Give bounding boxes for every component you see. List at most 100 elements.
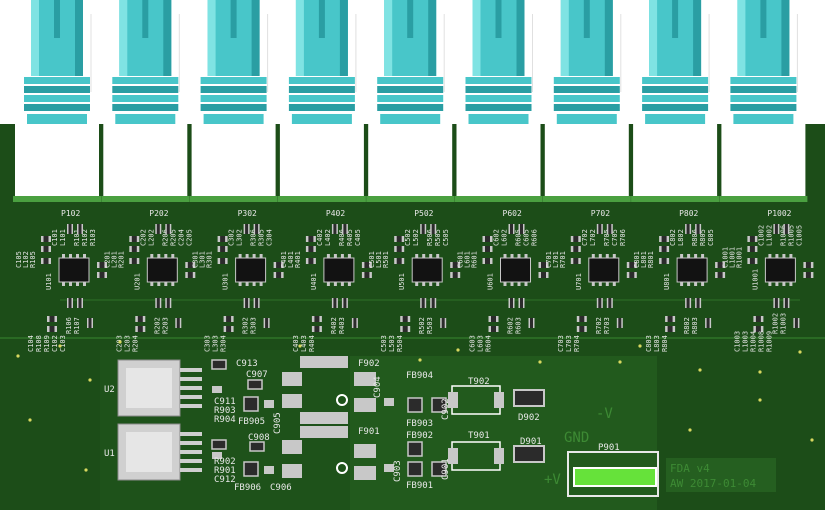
bnc-highlight xyxy=(737,0,746,76)
ic-pin xyxy=(347,282,351,286)
bnc-nut xyxy=(27,114,87,124)
component-label: C101 xyxy=(51,229,59,246)
smd-body xyxy=(491,326,496,332)
power-supply-section: U2 U1 xyxy=(16,340,814,497)
component-label: C202 xyxy=(139,229,147,246)
bnc-connector xyxy=(13,0,101,202)
ic-pin xyxy=(422,254,426,258)
label: C913 xyxy=(236,359,258,369)
via xyxy=(88,378,92,382)
component-label: C103 xyxy=(59,335,67,352)
bnc-nut xyxy=(468,114,529,124)
component-label: R703 xyxy=(603,317,611,334)
bnc-connector xyxy=(631,0,720,202)
bnc-ring xyxy=(553,95,620,102)
component-label: R1009 xyxy=(765,331,773,352)
bnc-ring xyxy=(24,104,90,111)
bnc-ring xyxy=(288,104,355,111)
ic-pin xyxy=(76,254,79,258)
rail-gnd-label: GND xyxy=(564,430,589,446)
bnc-connector xyxy=(189,0,278,202)
ic-pin xyxy=(680,282,684,286)
component-label: C602 xyxy=(493,229,501,246)
label: C907 xyxy=(246,370,268,380)
bnc-shade xyxy=(75,0,83,76)
component-label: R306 xyxy=(250,229,258,246)
smd-body xyxy=(520,298,523,308)
component-label: L1002 xyxy=(765,225,773,246)
component-label: R506 xyxy=(426,229,434,246)
amplifier-ic xyxy=(235,257,267,283)
bnc-ring xyxy=(730,86,797,93)
bnc-highlight xyxy=(649,0,658,76)
component-label: R401 xyxy=(294,251,302,268)
smd-body xyxy=(598,298,602,308)
component-label: C205 xyxy=(185,229,193,246)
smd-body xyxy=(696,224,700,234)
bnc-ring xyxy=(200,86,267,93)
label: FB904 xyxy=(406,371,433,381)
ic-pin xyxy=(429,282,433,286)
component-label: L703 xyxy=(565,335,573,352)
smd-body xyxy=(452,272,458,278)
label: C908 xyxy=(248,433,270,443)
bnc-ring xyxy=(377,86,444,93)
bnc-slot xyxy=(760,0,767,38)
smd-body xyxy=(686,298,690,308)
ic-pin xyxy=(259,282,263,286)
ic-label: U401 xyxy=(310,273,318,290)
silkscreen-labels: C913 C907 R903 R904 FB905 C911 F902 C904… xyxy=(214,359,756,493)
smd-body xyxy=(314,326,320,332)
bnc-housing xyxy=(15,124,99,198)
bnc-slot xyxy=(583,0,590,38)
component-label: C302 xyxy=(228,229,236,246)
ic-pin xyxy=(789,254,793,258)
smd-body xyxy=(431,298,435,308)
smd-body xyxy=(598,224,602,234)
bnc-shade xyxy=(693,0,702,76)
label: C912 xyxy=(214,475,236,485)
component-label: L303 xyxy=(212,335,220,352)
smd-body xyxy=(530,318,533,328)
bnc-nut xyxy=(380,114,441,124)
amplifier-ic xyxy=(676,257,708,283)
label: D902 xyxy=(518,413,540,423)
component-label: R202 xyxy=(153,317,161,334)
label: FB905 xyxy=(238,417,265,427)
ic-pin xyxy=(605,254,609,258)
smd-body xyxy=(245,224,249,234)
smd-body xyxy=(187,262,193,268)
bnc-highlight xyxy=(295,0,304,76)
component-label: R402 xyxy=(330,317,338,334)
component-label: R606 xyxy=(531,229,539,246)
via xyxy=(84,468,88,472)
bnc-ring xyxy=(200,104,267,111)
bnc-highlight xyxy=(384,0,393,76)
component-label: C1003 xyxy=(733,331,741,352)
amplifier-ic xyxy=(588,257,620,283)
ic-pin xyxy=(245,282,249,286)
smd-body xyxy=(774,224,778,234)
smd-body xyxy=(78,298,82,308)
component-label: R605 xyxy=(515,229,523,246)
component-label: C605 xyxy=(523,229,531,246)
smd-body xyxy=(220,236,226,242)
label: T901 xyxy=(468,431,490,441)
ic-label: U501 xyxy=(398,273,406,290)
smd-body xyxy=(276,262,282,268)
ic-pin xyxy=(524,254,528,258)
bnc-connectors xyxy=(13,0,808,202)
component-label: L802 xyxy=(677,229,685,246)
label: C906 xyxy=(270,483,292,493)
via xyxy=(810,438,814,442)
ic-pin xyxy=(591,254,595,258)
label: F902 xyxy=(358,359,380,369)
via xyxy=(298,344,302,348)
component-label: R505 xyxy=(434,229,442,246)
via xyxy=(698,368,702,372)
bnc-shade xyxy=(604,0,613,76)
smd-body xyxy=(667,316,673,322)
header-label: P502 xyxy=(414,209,433,218)
